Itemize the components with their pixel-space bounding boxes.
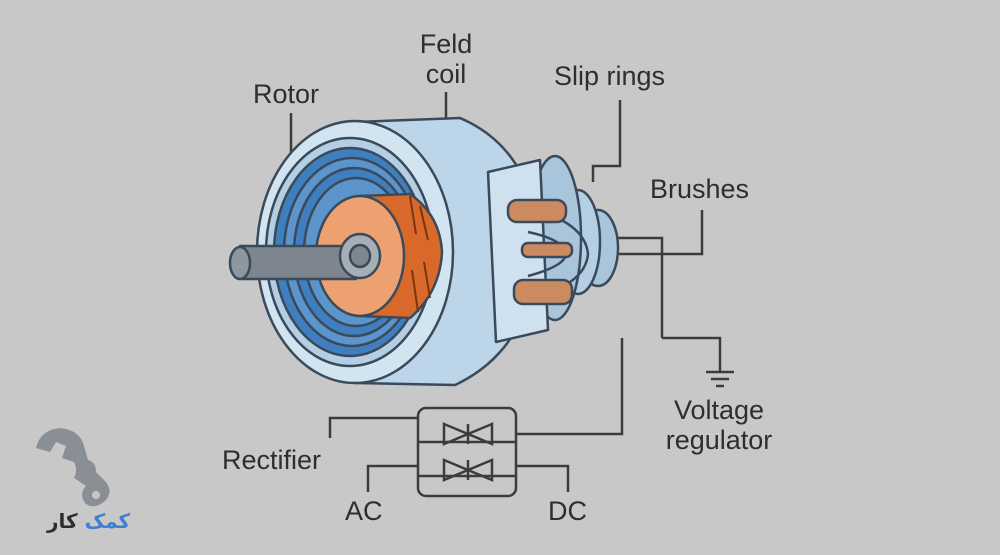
logo-word-1: کمک: [84, 509, 131, 533]
logo-word-2: کار: [47, 509, 78, 533]
voltage-regulator-label: Voltage regulator: [654, 395, 784, 455]
ground-symbol: [706, 370, 734, 388]
brush-wire-bottom: [596, 210, 704, 256]
brushes: [506, 198, 574, 306]
rectifier-label-leader: [328, 416, 418, 438]
rotor-label: Rotor: [253, 79, 320, 109]
slip-rings-label: Slip rings: [554, 61, 666, 91]
slip-ring-leader: [591, 100, 622, 182]
shaft: [228, 232, 382, 281]
regulator-to-rectifier-wire: [516, 338, 624, 436]
ac-label: AC: [345, 496, 383, 526]
feld-coil-label-line-1: Feld: [419, 29, 473, 59]
feld-coil-label-line-2: coil: [425, 58, 467, 89]
voltage-regulator-label-line-1: Voltage: [673, 395, 765, 425]
wrench-icon: [36, 428, 110, 507]
rectifier-box: [416, 406, 518, 498]
voltage-regulator-label-line-2: regulator: [665, 424, 773, 455]
diode-bottom: [442, 458, 494, 482]
alternator: [228, 116, 620, 387]
diode-top: [442, 422, 494, 446]
brushes-label: Brushes: [650, 174, 750, 204]
dc-label: DC: [548, 496, 587, 526]
ac-wire: [366, 464, 418, 492]
rectifier-label: Rectifier: [222, 445, 322, 475]
ground-wire: [662, 336, 722, 372]
feld-coil-label: Feld coil: [406, 29, 486, 89]
logo-text: کمک کار: [47, 509, 130, 533]
dc-wire: [516, 464, 570, 492]
